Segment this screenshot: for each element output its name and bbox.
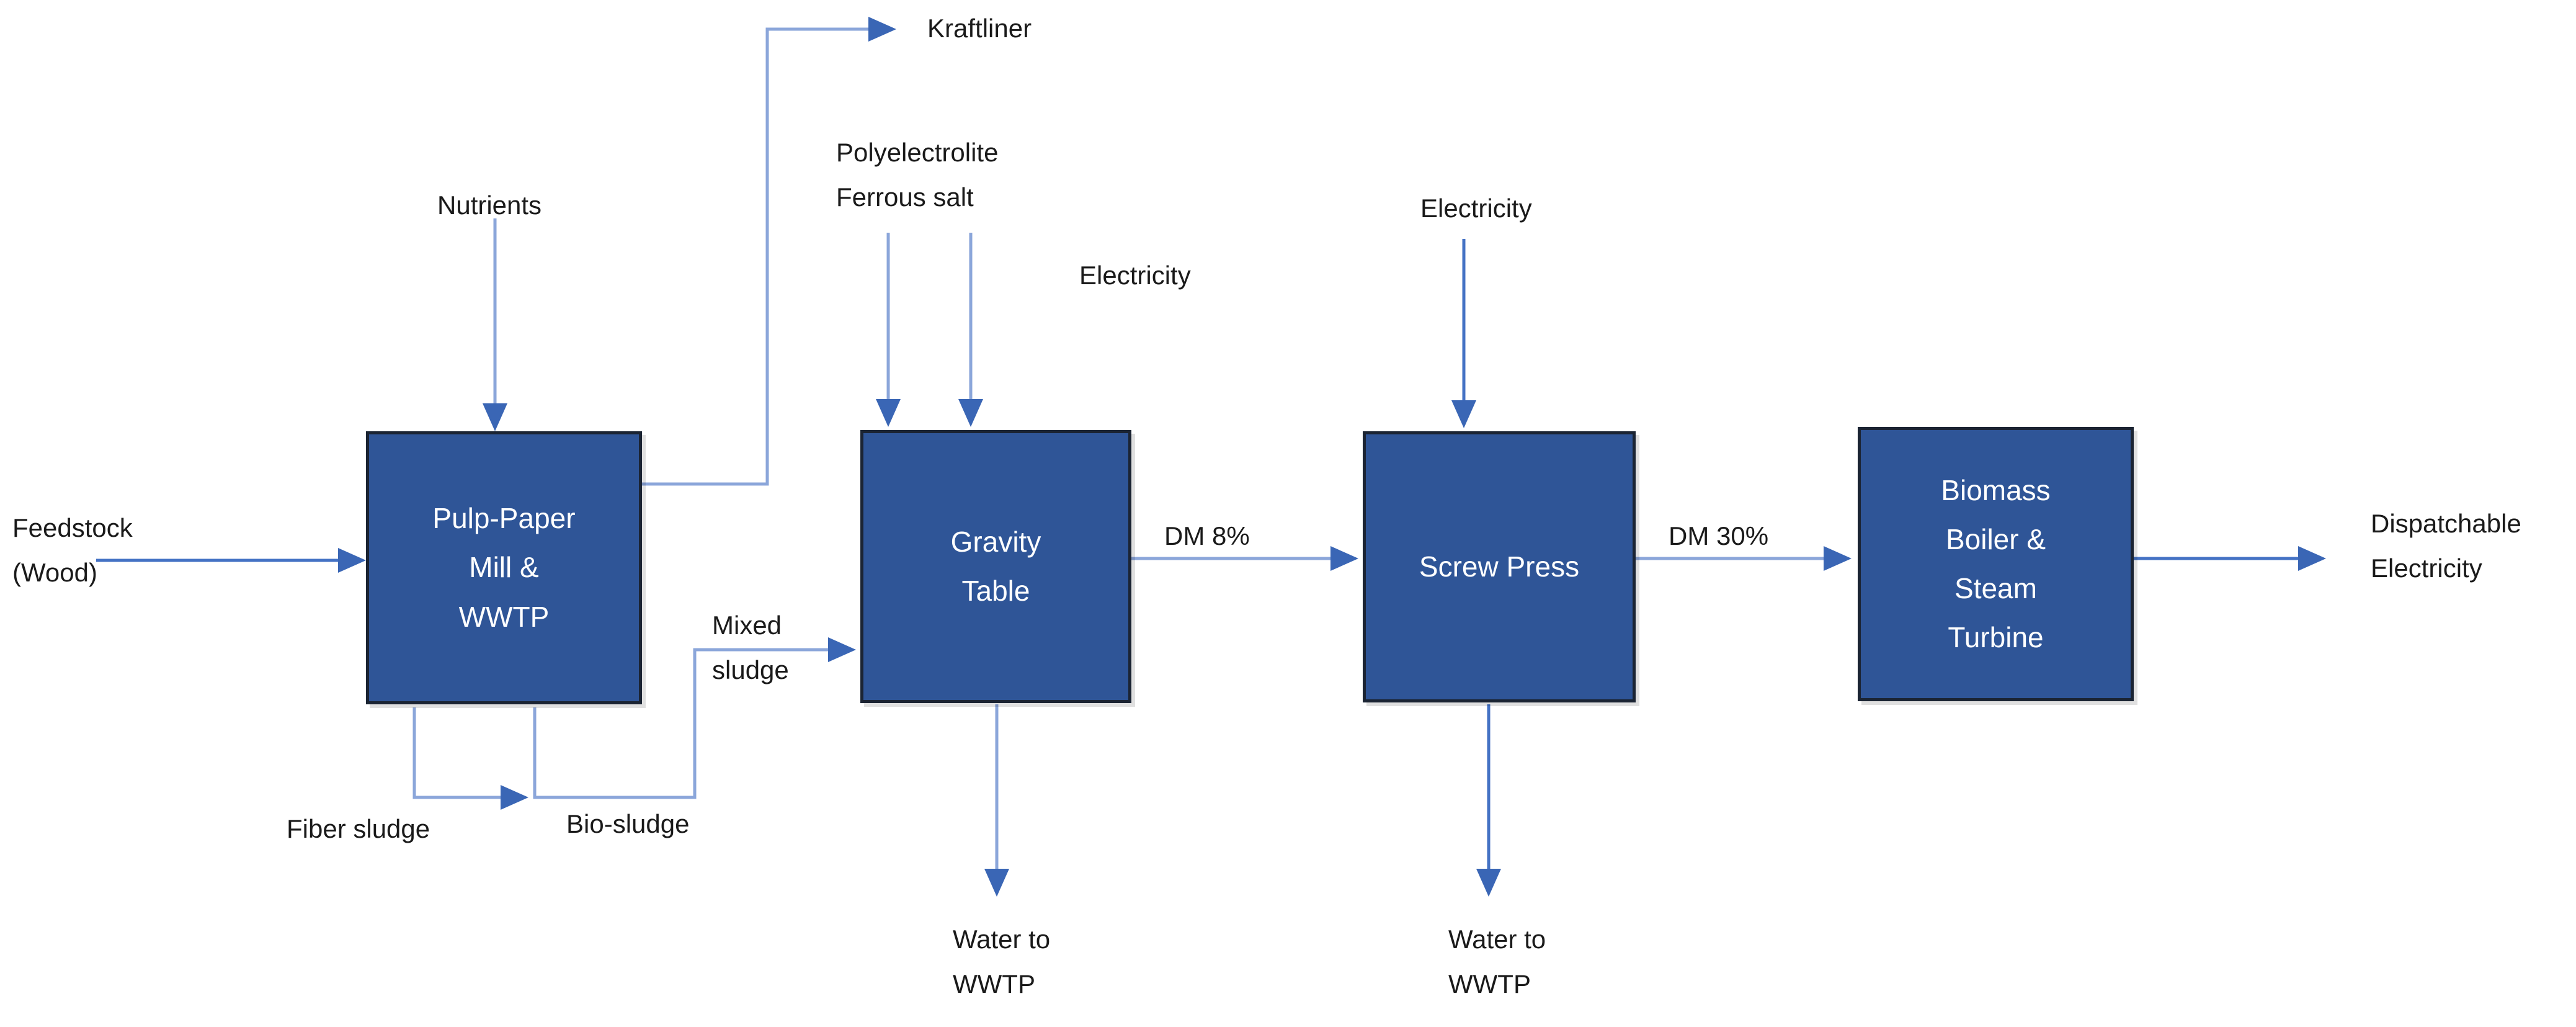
label-water-wwtp-screw: Water to WWTP — [1448, 925, 1546, 999]
label-dm8: DM 8% — [1164, 521, 1250, 550]
box-biomass-boiler: Biomass Boiler & Steam Turbine — [1858, 427, 2134, 701]
label-electricity-screw: Electricity — [1420, 194, 1532, 223]
label-dm30: DM 30% — [1669, 521, 1769, 550]
label-electricity-gravity: Electricity — [1079, 261, 1191, 290]
label-dispatchable-electricity: Dispatchable Electricity — [2371, 509, 2521, 583]
label-polyelectrolite-ferrous-salt: Polyelectrolite Ferrous salt — [836, 138, 999, 212]
arrow-bio-mixed-sludge-to-gravity — [533, 637, 856, 799]
box-pulp-paper-mill: Pulp-Paper Mill & WWTP — [366, 431, 642, 704]
label-water-wwtp-gravity: Water to WWTP — [953, 925, 1051, 999]
label-mixed-sludge: Mixed sludge — [712, 611, 789, 685]
arrow-pulp-to-kraftliner — [642, 17, 896, 486]
box-gravity-table: Gravity Table — [860, 430, 1131, 703]
label-bio-sludge: Bio-sludge — [566, 809, 690, 838]
label-kraftliner: Kraftliner — [927, 14, 1032, 43]
label-fiber-sludge: Fiber sludge — [287, 814, 430, 843]
arrow-fiber-sludge — [412, 707, 528, 810]
label-feedstock-wood: Feedstock (Wood) — [12, 513, 133, 588]
label-nutrients: Nutrients — [437, 191, 542, 220]
box-screw-press: Screw Press — [1363, 431, 1636, 702]
